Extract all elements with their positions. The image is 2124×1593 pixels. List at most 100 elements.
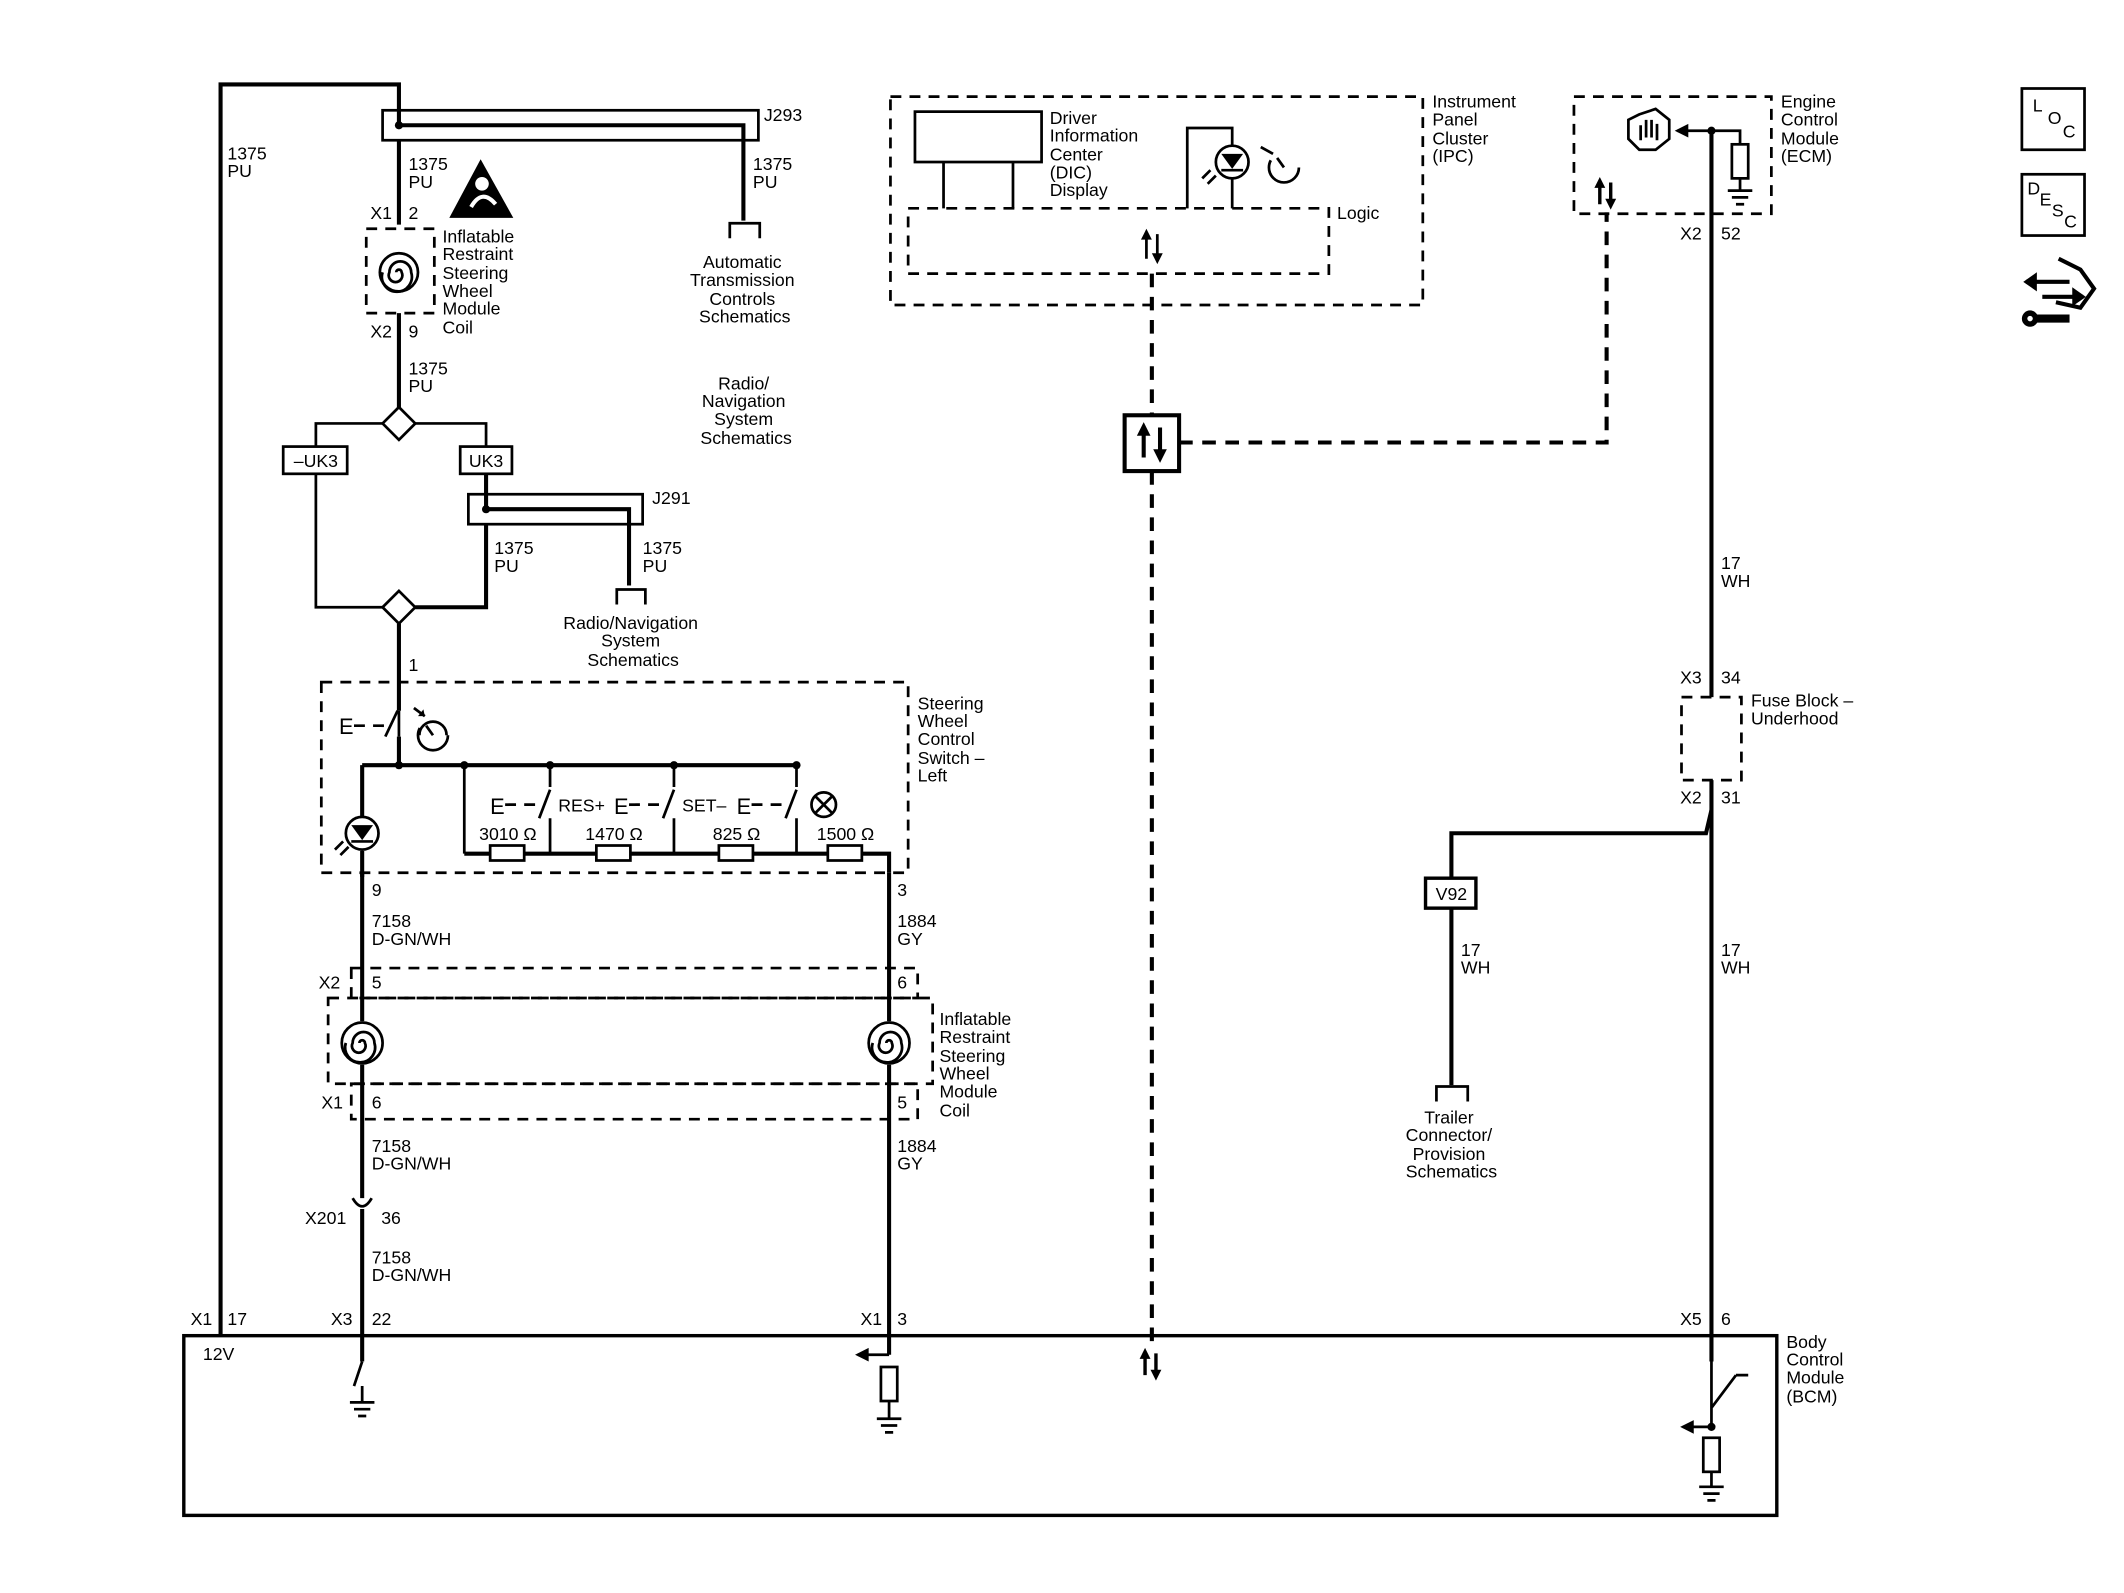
ecm-box [1572,95,1773,216]
ground-icon [349,1401,375,1418]
description-operation-button[interactable]: D E S C [2020,172,2086,237]
serial-data-splice [1122,413,1182,474]
wire-color: D-GN/WH [372,1154,452,1174]
logic-box [906,206,1331,276]
not-uk3-wire [314,473,383,609]
svg-text:L: L [2033,96,2043,116]
splice-dot [394,761,404,770]
resistor-value: 825 Ω [713,824,761,844]
pin-number: 2 [408,203,418,223]
pin-number: 5 [372,972,382,992]
connector-label: X3 [1680,667,1702,687]
wire-color: PU [408,172,433,192]
resistor-1470 [594,844,632,862]
diagnostic-information-button[interactable] [2021,256,2097,327]
left-circuit: E E [218,82,935,1434]
top-airbag-coil-label: Inflatable Restraint Steering Wheel Modu… [443,226,520,337]
transmission-schematics-ref: Automatic Transmission Controls Schemati… [690,252,799,326]
dic-leads [942,162,1015,209]
connector-label: X3 [331,1309,353,1329]
arrow-icon [1680,1420,1694,1434]
v92-label: V92 [1436,884,1467,904]
ipc-section [889,95,1609,1381]
svg-text:E: E [614,794,629,819]
resistor-value: 1500 Ω [817,824,874,844]
bcm-12v-label: 12V [203,1344,235,1364]
resistor-value: 1470 Ω [585,824,642,844]
wire-v92-branch [1449,809,1714,879]
connector-label: X2 [1680,224,1702,244]
wire-number: 1375 [408,358,448,378]
wire-number: 1375 [408,154,448,174]
res-switch: E [614,789,676,819]
logic-label: Logic [1337,203,1379,223]
resistor-3010 [488,844,526,862]
trailer-schematics-ref: Trailer Connector/ Provision Schematics [1406,1107,1498,1181]
wire-number: 1375 [494,538,534,558]
wire-number: 1375 [227,143,267,163]
dic-label: Driver Information Center (DIC) Display [1050,108,1143,200]
pin-number: 3 [897,1309,907,1329]
connector-label: X1 [191,1309,213,1329]
wrench-arrows-icon [2021,256,2097,327]
clockspring-icon [378,251,420,294]
uk3-label: UK3 [469,451,504,471]
bottom-airbag-coil-label: Inflatable Restraint Steering Wheel Modu… [939,1009,1016,1120]
connector-label: X1 [860,1309,882,1329]
pin-number: 22 [372,1309,392,1329]
resistor-825 [717,844,755,862]
split-upper [314,422,488,447]
serial-data-arrows-icon [1140,228,1163,265]
connector-label: X201 [305,1208,346,1228]
ground-icon [876,1417,902,1434]
radio-navigation-schematics-ref-bottom: Radio/Navigation System Schematics [563,613,703,670]
wire-number: 17 [1721,553,1741,573]
wire-number: 17 [1721,940,1741,960]
ipc-box [889,95,1425,307]
pin-number: 9 [408,322,418,342]
fuse-block-underhood-box [1680,695,1743,782]
wire-number: 7158 [372,1136,412,1156]
ecm-input [1677,129,1742,145]
svg-text:E: E [737,794,752,819]
clockspring-icon [867,1021,911,1065]
bcm-pullup-resistor [879,1365,899,1403]
res-label: RES+ [558,795,605,815]
connector-label: X2 [370,322,392,342]
ecm-section [1423,95,1773,1502]
set-switch: E [737,789,798,819]
svg-text:S: S [2052,200,2064,220]
ground-icon [1699,1485,1724,1502]
j291-splice [467,492,645,526]
ground-icon [1727,189,1753,206]
component-locator-button[interactable]: L O C [2020,87,2086,152]
j291-label: J291 [652,488,690,508]
serial-data-arrows-icon [1136,422,1167,463]
cancel-switch: E [490,789,552,819]
ecm-resistor [1730,142,1750,180]
wire-color: PU [494,556,519,576]
bcm-label: Body Control Module (BCM) [1786,1332,1849,1406]
speedometer-icon [1260,145,1301,184]
wire-number: 7158 [372,911,412,931]
wire-color: WH [1461,958,1490,978]
switch-internal-bus [362,736,797,768]
ecm-label: Engine Control Module (ECM) [1781,92,1844,166]
wire-color: PU [408,376,433,396]
wire-1375-loop [218,82,401,1335]
svg-text:O: O [2048,108,2062,128]
pin-number: 52 [1721,224,1741,244]
j293-label: J293 [764,105,803,125]
wire-number: 1884 [897,1136,937,1156]
bcm-pullup-resistor [1701,1436,1721,1474]
j293-bus [398,123,746,221]
arrow-icon [1674,123,1689,138]
ipc-label: Instrument Panel Cluster (IPC) [1432,92,1520,166]
bcm-switch-input [352,1361,364,1403]
pin-number: 6 [1721,1309,1731,1329]
airbag-warning-icon [449,159,514,218]
wire-number: 1375 [643,538,683,558]
cruise-main-switch: E [339,710,401,739]
connector-label: X1 [370,203,392,223]
splice-dot [669,761,679,770]
